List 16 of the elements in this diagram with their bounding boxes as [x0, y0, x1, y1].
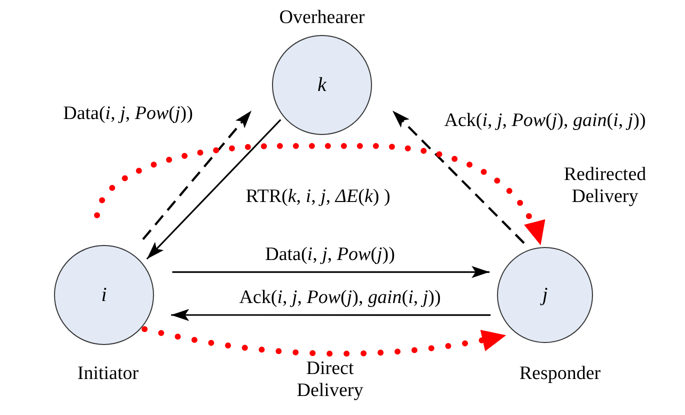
edge-label: Data(i, j, Pow(j)): [265, 244, 395, 266]
arrow: [392, 110, 525, 244]
node-caption: Initiator: [77, 363, 139, 385]
arrow: [142, 110, 252, 240]
edge-label: Data(i, j, Pow(j)): [63, 103, 193, 125]
arrow: [172, 266, 490, 278]
node-label: j: [542, 284, 548, 306]
node-label: i: [101, 284, 107, 306]
node-label: k: [318, 74, 326, 96]
edge-label: Ack(i, j, Pow(j), gain(i, j)): [239, 287, 441, 309]
edge-label: RTR(k, i, j, ΔE(k) ): [246, 186, 390, 208]
node-caption: Responder: [519, 363, 601, 385]
edge-label: Ack(i, j, Pow(j), gain(i, j)): [444, 110, 646, 132]
node-caption: Overhearer: [279, 7, 365, 29]
arrow: [146, 119, 282, 260]
arrow: [171, 309, 491, 321]
